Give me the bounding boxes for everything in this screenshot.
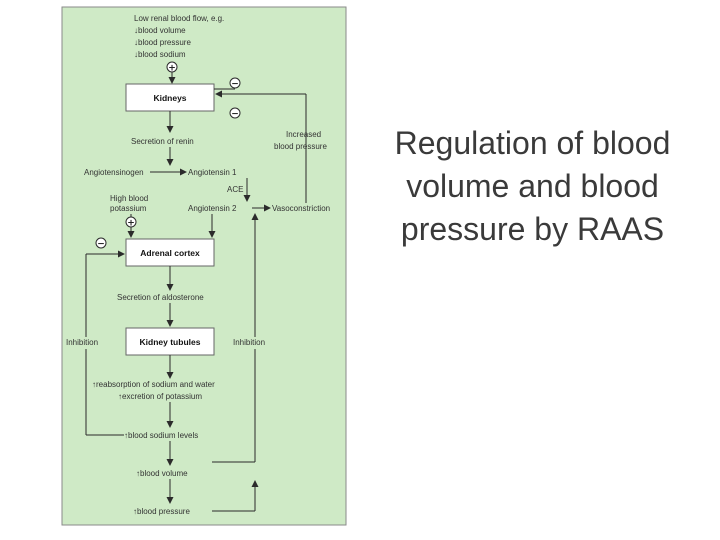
blood-pressure-label: ↑blood pressure <box>133 507 190 516</box>
start-line-1: Low renal blood flow, e.g. <box>134 14 224 23</box>
adrenal-cortex-label: Adrenal cortex <box>140 248 200 258</box>
kidneys-label: Kidneys <box>153 93 186 103</box>
inhibition-left-label: Inhibition <box>66 338 98 347</box>
start-line-3: ↓blood pressure <box>134 38 191 47</box>
slide-title: Regulation of blood volume and blood pre… <box>394 125 671 247</box>
minus-sign-adrenal-label: − <box>97 240 105 250</box>
minus-sign-kidney-2 <box>229 107 241 119</box>
start-line-2: ↓blood volume <box>134 26 186 35</box>
high-potassium-line-1: High blood <box>110 194 148 203</box>
secretion-aldosterone-label: Secretion of aldosterone <box>117 293 204 302</box>
high-potassium-line-2: potassium <box>110 204 147 213</box>
minus-sign-kidney-1 <box>229 77 241 89</box>
start-line-4: ↓blood sodium <box>134 50 186 59</box>
angiotensin1-label: Angiotensin 1 <box>188 168 237 177</box>
kidney-tubules-label: Kidney tubules <box>140 337 201 347</box>
reabsorption-label: ↑reabsorption of sodium and water <box>92 380 215 389</box>
ace-label: ACE <box>227 185 243 194</box>
excretion-label: ↑excretion of potassium <box>118 392 202 401</box>
inhibition-right-label: Inhibition <box>233 338 265 347</box>
adrenal-cortex-box <box>125 238 215 267</box>
secretion-renin-label: Secretion of renin <box>131 137 194 146</box>
angiotensin2-label: Angiotensin 2 <box>188 204 237 213</box>
vasoconstriction-label: Vasoconstriction <box>272 204 330 213</box>
minus-sign-adrenal <box>95 237 107 249</box>
plus-sign-potassium-label: + <box>127 219 135 229</box>
minus-sign-kidney-1-label: − <box>231 80 239 90</box>
sodium-levels-label: ↑blood sodium levels <box>124 431 198 440</box>
plus-sign-top-label: + <box>168 64 176 74</box>
kidney-tubules-box <box>125 327 215 356</box>
blood-volume-label: ↑blood volume <box>136 469 188 478</box>
angiotensinogen-label: Angiotensinogen <box>84 168 144 177</box>
minus-sign-kidney-2-label: − <box>231 110 239 120</box>
increased-bp-line-1: Increased <box>286 130 321 139</box>
increased-bp-line-2: blood pressure <box>274 142 327 151</box>
